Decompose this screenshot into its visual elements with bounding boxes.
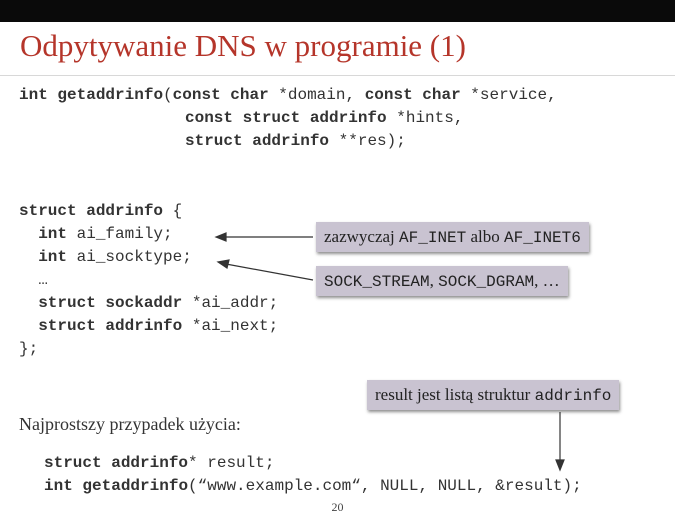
callout-result-t1: result jest listą struktur bbox=[375, 385, 535, 404]
usage-l2-rest: (“www.example.com“, NULL, NULL, &result)… bbox=[188, 477, 582, 495]
field-next-kw: struct addrinfo bbox=[38, 317, 183, 335]
sig-l3-p1: **res); bbox=[329, 132, 406, 150]
callout-result: result jest listą struktur addrinfo bbox=[367, 380, 620, 410]
field-socktype-kw: int bbox=[38, 248, 68, 266]
sig-l1-kw3: const char bbox=[364, 86, 461, 104]
callout-ai-socktype: SOCK_STREAM, SOCK_DGRAM, … bbox=[316, 266, 568, 296]
page-number: 20 bbox=[331, 500, 344, 514]
callout-socktype-t2: , … bbox=[534, 271, 560, 290]
signature-code: int getaddrinfo(const char *domain, cons… bbox=[19, 84, 557, 153]
field-addr-kw: struct sockaddr bbox=[38, 294, 183, 312]
sig-l1-kw2: const char bbox=[172, 86, 269, 104]
usage-heading: Najprostszy przypadek użycia: bbox=[19, 414, 241, 434]
struct-close: }; bbox=[19, 340, 39, 358]
top-bar bbox=[0, 0, 675, 22]
field-next-name: *ai_next; bbox=[182, 317, 279, 335]
field-socktype-name: ai_socktype; bbox=[67, 248, 192, 266]
usage-code: struct addrinfo* result; int getaddrinfo… bbox=[44, 452, 582, 498]
usage-l2-fn: getaddrinfo bbox=[82, 477, 189, 495]
callout-family-t1: zazwyczaj bbox=[324, 227, 400, 246]
sig-l2-p1: *hints, bbox=[386, 109, 464, 127]
sig-l1-fn: getaddrinfo bbox=[57, 86, 164, 104]
callout-socktype-t1: , bbox=[429, 271, 439, 290]
slide-title: Odpytywanie DNS w programie (1) bbox=[20, 28, 466, 63]
callout-family-t2: albo bbox=[466, 227, 505, 246]
title-divider bbox=[0, 75, 675, 76]
struct-open-kw: struct addrinfo bbox=[19, 202, 164, 220]
sig-l1-kw1: int bbox=[19, 86, 48, 104]
struct-definition-code: struct addrinfo { int ai_family; int ai_… bbox=[19, 200, 278, 361]
field-addr-name: *ai_addr; bbox=[182, 294, 279, 312]
field-family-kw: int bbox=[38, 225, 68, 243]
callout-family-m1: AF_INET bbox=[399, 229, 467, 247]
struct-open-rest: { bbox=[163, 202, 183, 220]
callout-socktype-m1: SOCK_STREAM bbox=[324, 273, 430, 291]
field-ellipsis: … bbox=[38, 271, 48, 289]
usage-l1-kw: struct addrinfo bbox=[44, 454, 189, 472]
sig-l3-kw1: struct addrinfo bbox=[185, 132, 330, 150]
sig-l1-p1: ( bbox=[163, 86, 173, 104]
sig-l1-p3: *service, bbox=[460, 86, 557, 104]
usage-l1-rest: * result; bbox=[188, 454, 275, 472]
callout-family-m2: AF_INET6 bbox=[504, 229, 581, 247]
callout-socktype-m2: SOCK_DGRAM bbox=[438, 273, 535, 291]
callout-result-m1: addrinfo bbox=[534, 387, 612, 405]
field-family-name: ai_family; bbox=[67, 225, 173, 243]
usage-l2-kw: int bbox=[44, 477, 73, 495]
sig-l1-p2: *domain, bbox=[268, 86, 365, 104]
callout-ai-family: zazwyczaj AF_INET albo AF_INET6 bbox=[316, 222, 589, 252]
sig-l2-kw1: const struct addrinfo bbox=[185, 109, 387, 127]
